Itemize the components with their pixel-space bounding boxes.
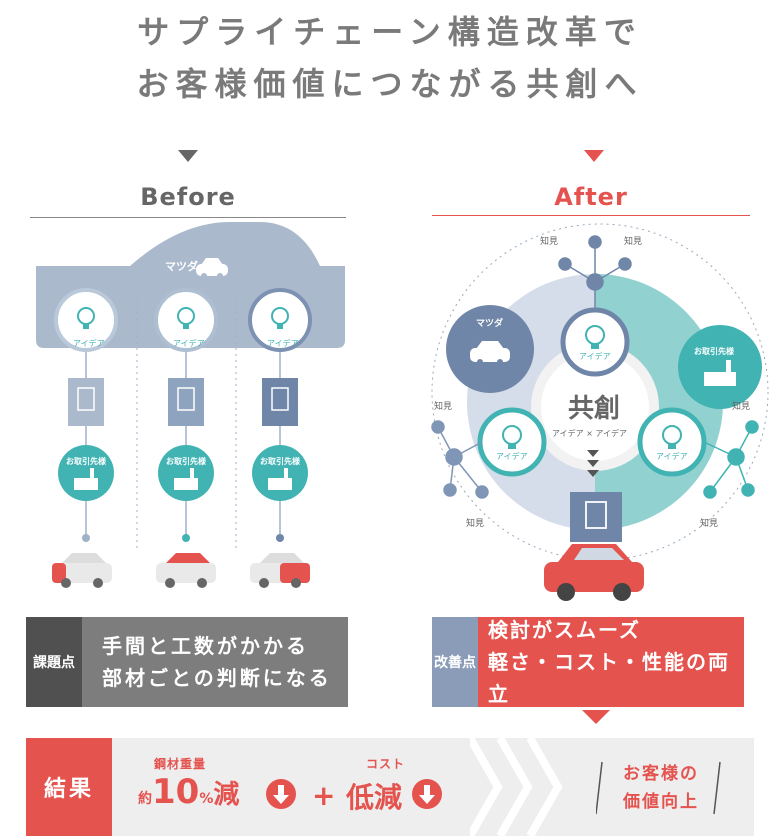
page-title: サプライチェーン構造改革で お客様価値につながる共創へ bbox=[0, 6, 780, 110]
idea-label: アイデア bbox=[656, 451, 688, 461]
improvement-box: 改善点 検討がスムーズ 軽さ・コスト・性能の両立 bbox=[432, 617, 754, 707]
cocreation-subtitle: アイデア × アイデア bbox=[552, 428, 627, 438]
knowledge-label: 知見 bbox=[700, 517, 718, 529]
knowledge-label: 知見 bbox=[624, 235, 642, 247]
approx-label: 約 bbox=[138, 791, 152, 807]
red-car-icon bbox=[544, 544, 644, 601]
car-white-icon bbox=[52, 553, 112, 588]
document-icon bbox=[585, 501, 607, 529]
result-tag: 結果 bbox=[26, 738, 112, 836]
reduce-label: 減 bbox=[213, 780, 240, 810]
knowledge-network-top bbox=[558, 235, 632, 308]
knowledge-label: 知見 bbox=[466, 517, 484, 529]
lightbulb-icon bbox=[502, 425, 522, 449]
before-column-3 bbox=[248, 288, 312, 588]
idea-label: アイデア bbox=[173, 338, 205, 348]
result-arrow-icon bbox=[582, 710, 610, 724]
down-arrows-icon bbox=[587, 450, 599, 477]
issue-tag: 課題点 bbox=[26, 617, 82, 707]
cost-reduction: 低減 bbox=[346, 781, 403, 814]
document-icon bbox=[271, 387, 289, 411]
factory-icon bbox=[268, 468, 292, 490]
after-mazda-label: マツダ bbox=[476, 317, 503, 329]
before-mazda-label: マツダ bbox=[165, 259, 198, 273]
factory-icon bbox=[704, 360, 736, 386]
down-arrow-circle-icon bbox=[266, 779, 296, 809]
before-column-2 bbox=[154, 288, 218, 588]
document-icon bbox=[77, 387, 95, 411]
before-car-icon bbox=[196, 258, 228, 279]
idea-label: アイデア bbox=[496, 451, 528, 461]
car-partial-red-icon bbox=[156, 553, 216, 588]
lightbulb-icon bbox=[271, 307, 289, 329]
issue-box: 課題点 手間と工数がかかる 部材ごとの判断になる bbox=[26, 617, 348, 707]
factory-icon bbox=[174, 468, 198, 490]
before-divider bbox=[30, 217, 346, 218]
after-arrow-icon bbox=[584, 150, 604, 162]
knowledge-network-left bbox=[431, 420, 489, 499]
issue-line-1: 手間と工数がかかる bbox=[102, 634, 309, 658]
title-line-2: お客様価値につながる共創へ bbox=[136, 65, 644, 103]
after-divider bbox=[432, 215, 750, 216]
chevron-arrows-icon bbox=[470, 738, 563, 836]
improvement-text: 検討がスムーズ 軽さ・コスト・性能の両立 bbox=[478, 617, 744, 707]
document-icon bbox=[177, 387, 195, 411]
idea-label: アイデア bbox=[73, 338, 105, 348]
before-heading: Before bbox=[140, 183, 236, 211]
improvement-line-1: 検討がスムーズ bbox=[488, 618, 641, 642]
percent-value: 10 bbox=[152, 772, 200, 812]
after-diagram: 共創 アイデア × アイデア マツダ お取引先様 アイデア アイデア アイデア … bbox=[431, 223, 769, 601]
after-supplier-label: お取引先様 bbox=[694, 346, 735, 356]
before-diagram: マツダ アイデア bbox=[36, 222, 345, 588]
supplier-label: お取引先様 bbox=[66, 456, 107, 466]
issue-text: 手間と工数がかかる 部材ごとの判断になる bbox=[82, 617, 348, 707]
idea-label: アイデア bbox=[267, 338, 299, 348]
idea-label: アイデア bbox=[579, 351, 611, 361]
value-brackets bbox=[596, 761, 721, 815]
knowledge-network-right bbox=[703, 420, 759, 499]
steel-weight-label: 鋼材重量 bbox=[154, 757, 207, 771]
down-arrow-circle-icon bbox=[412, 779, 442, 809]
cost-label: コスト bbox=[366, 757, 406, 771]
supplier-label: お取引先様 bbox=[260, 456, 301, 466]
before-arrow-icon bbox=[178, 150, 198, 162]
percent-unit: % bbox=[199, 791, 214, 807]
mazda-car-icon bbox=[470, 341, 510, 365]
knowledge-label: 知見 bbox=[732, 400, 750, 412]
factory-icon bbox=[74, 468, 98, 490]
improvement-line-2: 軽さ・コスト・性能の両立 bbox=[488, 650, 730, 706]
after-heading: After bbox=[554, 183, 628, 211]
car-rear-red-icon bbox=[250, 553, 310, 588]
title-line-1: サプライチェーン構造改革で bbox=[137, 13, 643, 51]
improvement-tag: 改善点 bbox=[432, 617, 478, 707]
customer-value-line-2: 価値向上 bbox=[623, 792, 699, 812]
knowledge-label: 知見 bbox=[540, 235, 558, 247]
lightbulb-icon bbox=[662, 425, 682, 449]
cocreation-title: 共創 bbox=[568, 394, 620, 424]
knowledge-label: 知見 bbox=[434, 400, 452, 412]
plus-sign: + bbox=[312, 779, 336, 812]
result-bar bbox=[26, 738, 754, 836]
lightbulb-icon bbox=[585, 325, 605, 349]
lightbulb-icon bbox=[77, 307, 95, 329]
steel-reduction: 約 10 % 減 bbox=[138, 772, 239, 812]
before-column-1 bbox=[52, 288, 118, 588]
customer-value-line-1: お客様の bbox=[623, 764, 699, 784]
issue-line-2: 部材ごとの判断になる bbox=[102, 666, 332, 690]
customer-value-text: お客様の 価値向上 bbox=[606, 760, 716, 816]
lightbulb-icon bbox=[177, 307, 195, 329]
supplier-label: お取引先様 bbox=[166, 456, 207, 466]
